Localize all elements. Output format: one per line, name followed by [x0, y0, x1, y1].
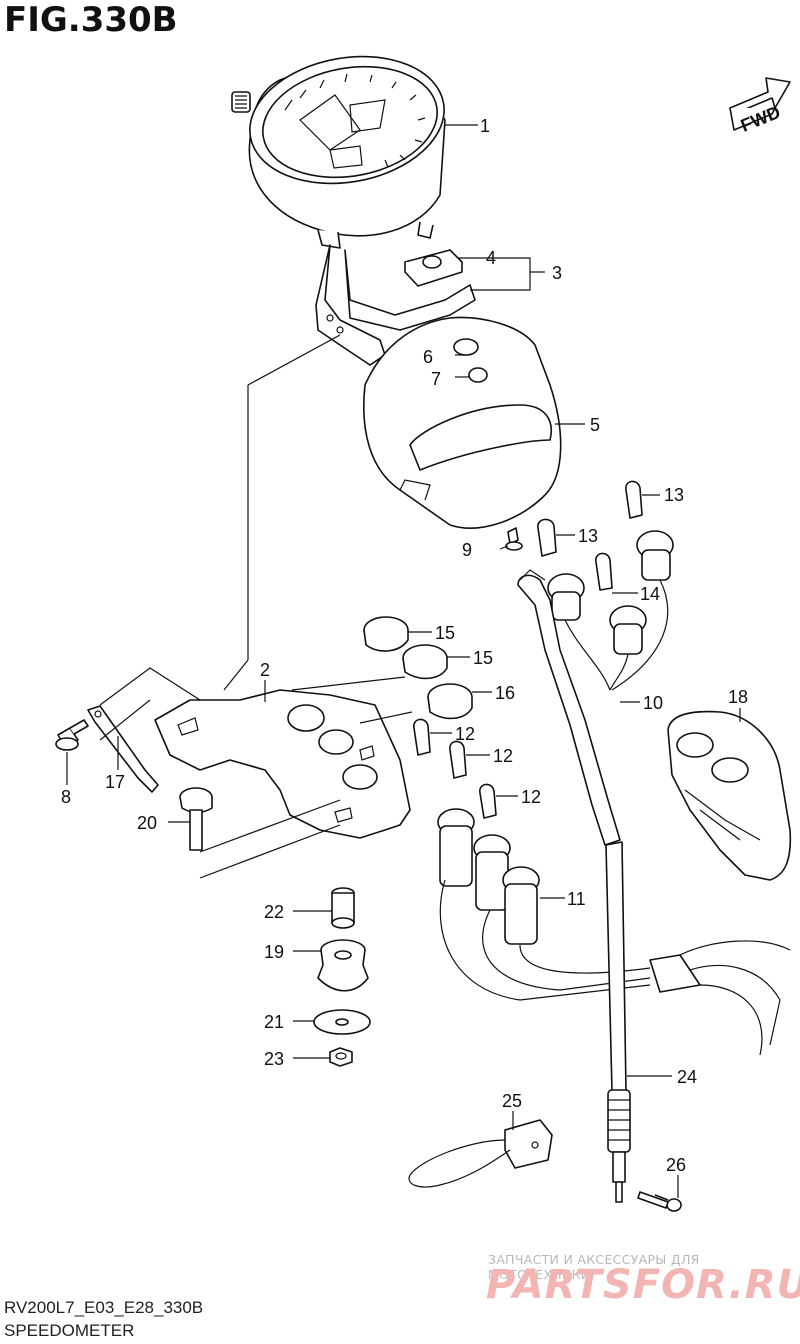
- switch-housing-18: [667, 710, 792, 881]
- speedometer-gauge: [231, 55, 446, 249]
- callout-9: 9: [462, 540, 472, 560]
- callout-14: 14: [640, 584, 660, 604]
- callout-13-b: 13: [578, 526, 598, 546]
- watermark-brand: PARTSFOR.RU: [486, 1262, 800, 1308]
- rubber-cap-15-upper: [363, 616, 409, 652]
- callout-10: 10: [643, 693, 663, 713]
- callout-8: 8: [61, 787, 71, 807]
- callout-22: 22: [264, 902, 284, 922]
- bulb-14: [595, 552, 613, 591]
- bulb-12-c: [479, 783, 497, 819]
- meter-cover: [362, 316, 562, 529]
- rubber-cap-15-lower: [402, 644, 448, 680]
- figure-title: FIG.330B: [4, 0, 178, 40]
- washer-21: [313, 1009, 371, 1035]
- watermark-tagline: ЗАПЧАСТИ И АКСЕССУАРЫ ДЛЯ МОТОТЕХНИКИ: [488, 1252, 700, 1282]
- bolt-20: [179, 787, 213, 851]
- screw-26: [637, 1191, 682, 1212]
- screw-9: [505, 527, 523, 551]
- callout-15-b: 15: [473, 648, 493, 668]
- bulb-12-a: [413, 718, 431, 756]
- fwd-arrow-icon: FWD: [729, 77, 791, 136]
- callout-11: 11: [567, 889, 586, 909]
- callout-4: 4: [486, 248, 496, 268]
- bulb-13-upper: [625, 480, 643, 519]
- callout-12-b: 12: [493, 746, 513, 766]
- indicator-panel: [154, 689, 411, 839]
- callout-labels: 1 2 3 4 5 6 7 8 9 10 11 12 12 12 13 13 1…: [61, 116, 748, 1175]
- collar-22: [331, 887, 355, 929]
- callout-18: 18: [728, 687, 748, 707]
- callout-13-a: 13: [664, 485, 684, 505]
- model-code: RV200L7_E03_E28_330B: [4, 1298, 204, 1317]
- callout-1: 1: [480, 116, 490, 136]
- callout-19: 19: [264, 942, 284, 962]
- gauge-bracket: [315, 244, 476, 366]
- socket-harness-11: [437, 808, 791, 1056]
- callout-15-a: 15: [435, 623, 455, 643]
- callout-23: 23: [264, 1049, 284, 1069]
- callout-20: 20: [137, 813, 157, 833]
- grommet-19: [317, 939, 369, 992]
- socket-harness: [517, 530, 674, 846]
- callout-25: 25: [502, 1091, 522, 1111]
- callout-6: 6: [423, 347, 433, 367]
- callout-17: 17: [105, 772, 125, 792]
- callout-2: 2: [260, 660, 270, 680]
- rubber-mount: [404, 249, 463, 287]
- callout-21: 21: [264, 1012, 284, 1032]
- callout-16: 16: [495, 683, 515, 703]
- nut-23: [329, 1047, 353, 1067]
- cable-clamp-25: [408, 1119, 553, 1188]
- rubber-cap-16: [427, 683, 473, 720]
- callout-26: 26: [666, 1155, 686, 1175]
- callout-3: 3: [552, 263, 562, 283]
- callout-12-a: 12: [455, 724, 475, 744]
- bulb-12-b: [449, 740, 467, 779]
- section-name: SPEEDOMETER: [4, 1321, 135, 1340]
- callout-5: 5: [590, 415, 600, 435]
- leader-lines: [66, 124, 741, 1198]
- callout-24: 24: [677, 1067, 697, 1087]
- callout-12-c: 12: [521, 787, 541, 807]
- speedometer-cable-24: [605, 841, 631, 1203]
- stay-17: [87, 705, 159, 793]
- bulb-13-lower: [537, 518, 557, 557]
- bolt-8: [55, 719, 89, 751]
- callout-7: 7: [431, 369, 441, 389]
